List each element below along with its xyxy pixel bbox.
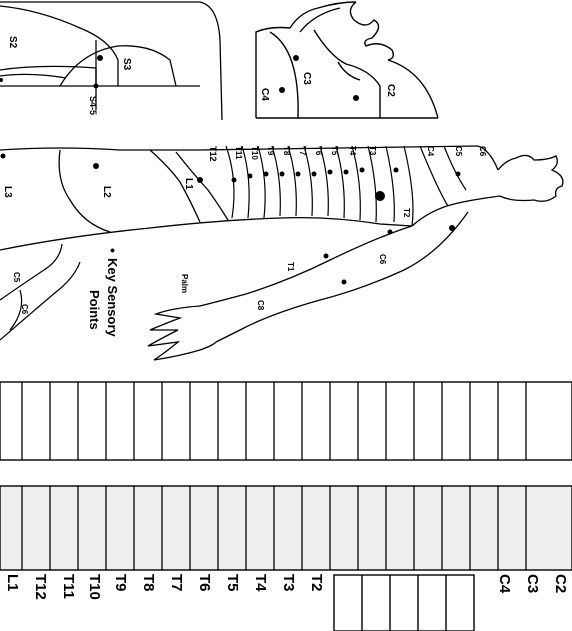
row-label-t9: T9 bbox=[112, 574, 129, 592]
row-label-t10: T10 bbox=[86, 574, 103, 600]
sensory-point-c3 bbox=[293, 55, 299, 61]
row-label-t11: T11 bbox=[60, 574, 77, 599]
label-t1-arm: T1 bbox=[286, 262, 295, 272]
label-s2: S2 bbox=[7, 36, 18, 49]
label-l3: L3 bbox=[2, 186, 13, 198]
row-label-t3: T3 bbox=[280, 574, 297, 592]
row-label-t5: T5 bbox=[224, 574, 241, 592]
sensory-point-edge bbox=[0, 78, 3, 82]
sensory-point-s45 bbox=[94, 84, 99, 89]
row-label-l1: L1 bbox=[4, 574, 21, 592]
label-l1: L1 bbox=[183, 178, 194, 190]
row-label-c2: C2 bbox=[552, 574, 569, 593]
row-label-t6: T6 bbox=[196, 574, 213, 592]
label-palm: Palm bbox=[180, 274, 189, 293]
label-t10: T10 bbox=[250, 146, 259, 160]
sacral-diagram bbox=[0, 2, 222, 120]
label-c6-arm: C6 bbox=[378, 254, 387, 265]
small-grid bbox=[334, 575, 474, 631]
label-t11: T11 bbox=[234, 146, 243, 160]
legend-bullet: • bbox=[105, 248, 121, 253]
row-label-t8: T8 bbox=[140, 574, 157, 592]
label-c3-head: C3 bbox=[301, 72, 312, 85]
sensory-point-c2 bbox=[353, 95, 359, 101]
label-s4-5: S4-5 bbox=[88, 96, 98, 115]
scoring-grid bbox=[0, 382, 572, 570]
leg-fragment bbox=[0, 244, 80, 340]
head-diagram bbox=[256, 2, 438, 118]
sensory-point-c4 bbox=[279, 87, 285, 93]
label-t3: T3 bbox=[368, 146, 377, 156]
label-t4: T4 bbox=[348, 146, 357, 156]
label-s3: S3 bbox=[121, 58, 132, 71]
legend-line2: Points bbox=[87, 290, 102, 330]
row-label-t4: T4 bbox=[252, 574, 269, 592]
label-c4-head: C4 bbox=[259, 88, 270, 101]
label-t8: T8 bbox=[282, 146, 291, 156]
row-label-t7: T7 bbox=[168, 574, 185, 592]
sensory-point-s3 bbox=[97, 55, 103, 61]
row-label-t2: T2 bbox=[308, 574, 325, 592]
row-label-c3: C3 bbox=[524, 574, 541, 593]
label-t7: T7 bbox=[298, 146, 307, 156]
row-label-c4: C4 bbox=[496, 574, 513, 594]
label-t12: T12 bbox=[208, 146, 218, 162]
row-labels: C2 C3 C4 T2 T3 T4 T5 T6 T7 T8 T9 T10 T11 T12 L1 bbox=[4, 574, 569, 600]
label-l2: L2 bbox=[101, 186, 112, 198]
body-outline bbox=[0, 146, 563, 360]
label-c6-leg: C6 bbox=[20, 304, 29, 315]
label-t9: T9 bbox=[266, 146, 275, 156]
label-t6: T6 bbox=[314, 146, 323, 156]
label-c6-trunk: C6 bbox=[478, 146, 487, 157]
row-label-t12: T12 bbox=[32, 574, 49, 600]
label-c5-leg: C5 bbox=[12, 272, 21, 283]
label-t2: T2 bbox=[402, 208, 411, 218]
legend-key-sensory: • Key Sensory Points bbox=[87, 248, 121, 338]
label-c5-trunk: C5 bbox=[454, 146, 463, 157]
label-c4-trunk: C4 bbox=[426, 146, 435, 157]
label-c8-arm: C8 bbox=[256, 300, 265, 311]
legend-line1: Key Sensory bbox=[105, 258, 120, 338]
label-t5: T5 bbox=[330, 146, 339, 156]
label-c2-head: C2 bbox=[385, 84, 396, 97]
